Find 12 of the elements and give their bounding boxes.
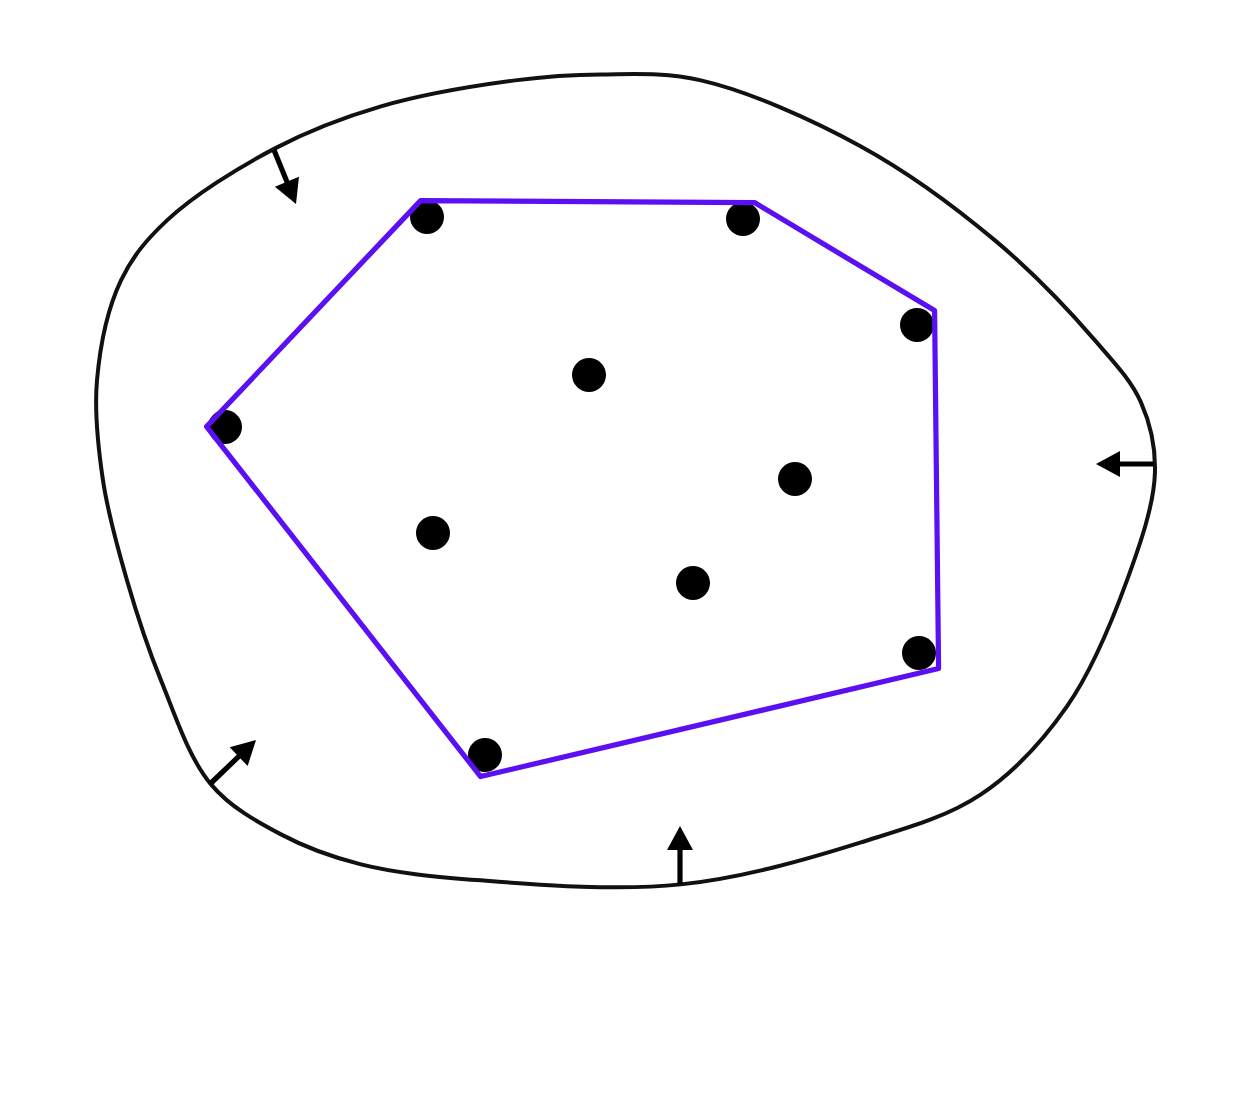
point-dot: [416, 516, 451, 551]
point-dot: [468, 738, 503, 773]
closed-curve: [93, 71, 1157, 889]
point-dot: [676, 566, 711, 601]
point-dot: [778, 462, 813, 497]
point-dot: [208, 410, 243, 445]
point-dot: [410, 200, 445, 235]
hull-polygon: [203, 197, 941, 779]
point-dot: [572, 358, 607, 393]
point-dot: [900, 308, 935, 343]
point-dot: [902, 636, 937, 671]
point-dot: [726, 202, 761, 237]
